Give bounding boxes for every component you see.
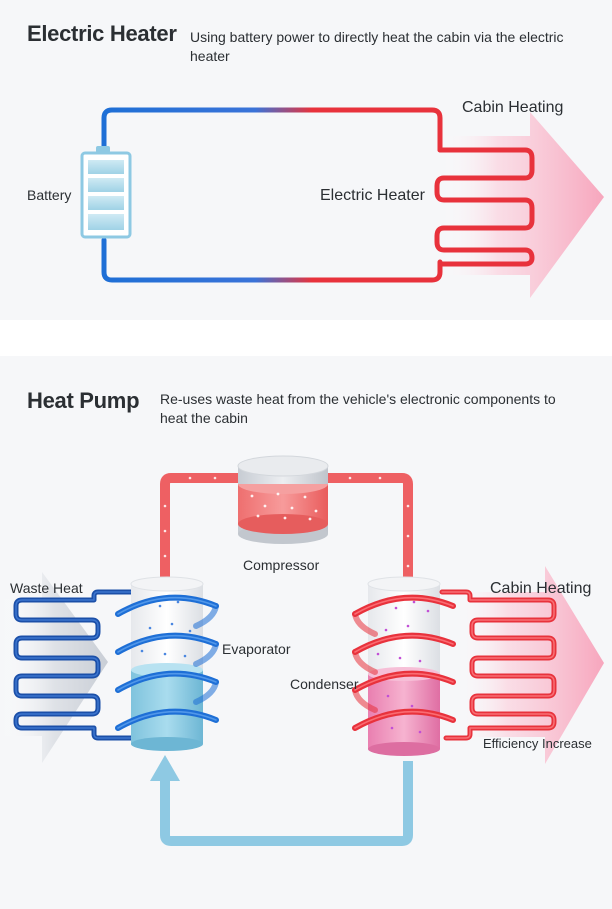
efficiency-increase-label: Efficiency Increase	[483, 736, 592, 751]
return-pipe	[160, 761, 413, 846]
hot-pipe-bubbles	[163, 476, 410, 568]
condenser-label: Condenser	[290, 676, 359, 692]
cabin-heating-arrow	[440, 112, 604, 298]
return-arrow-head	[150, 755, 180, 781]
cabin-heating-label: Cabin Heating	[462, 99, 564, 116]
cabin-heating-label: Cabin Heating	[490, 580, 592, 597]
battery-label: Battery	[27, 187, 72, 203]
heat-pump-panel: Heat Pump Re-uses waste heat from the ve…	[0, 356, 612, 909]
electric-heater-description: Using battery power to directly heat the…	[190, 29, 564, 64]
compressor-label: Compressor	[243, 557, 320, 573]
heat-pump-title: Heat Pump	[27, 388, 140, 413]
evaporator	[115, 576, 219, 751]
heat-pump-diagram	[0, 455, 604, 846]
electric-heater-label: Electric Heater	[320, 187, 425, 204]
compressor	[237, 455, 329, 544]
circuit-loop	[101, 107, 443, 153]
evaporator-label: Evaporator	[222, 641, 291, 657]
heat-pump-description: Re-uses waste heat from the vehicle's el…	[160, 391, 556, 426]
electric-heater-title: Electric Heater	[27, 21, 177, 46]
hot-pipe-top	[160, 473, 413, 582]
electric-heater-panel: Electric Heater Using battery power to d…	[0, 0, 612, 320]
electric-heater-diagram	[80, 107, 604, 298]
condenser	[352, 576, 456, 756]
heater-coil	[434, 147, 535, 267]
waste-heat-label: Waste Heat	[10, 580, 83, 596]
battery-icon	[80, 146, 132, 239]
circuit-loop-bottom	[101, 237, 443, 283]
